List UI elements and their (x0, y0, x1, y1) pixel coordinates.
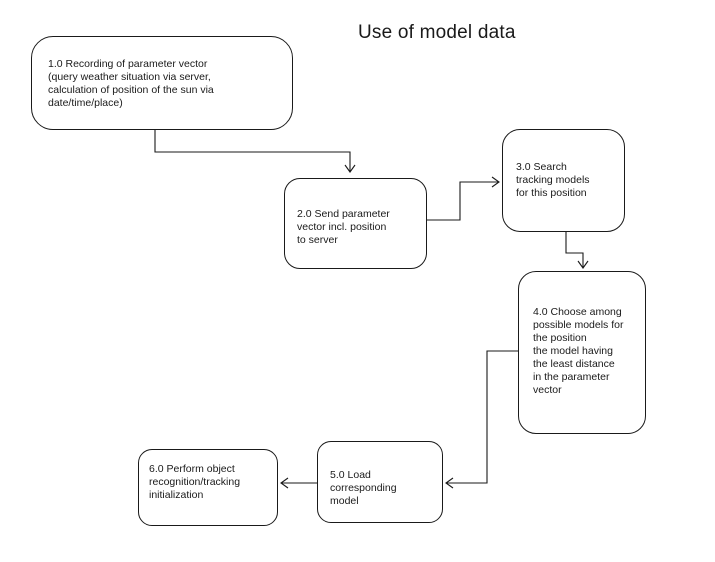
arrow-4-to-5 (446, 350, 518, 484)
diagram-title: Use of model data (358, 22, 516, 43)
arrowhead-3-to-4 (577, 260, 589, 269)
arrow-2-to-3 (427, 181, 499, 221)
step-3-search-box: 3.0 Search tracking models for this posi… (502, 129, 625, 232)
step-6-text: 6.0 Perform object recognition/tracking … (149, 463, 241, 501)
arrow-3-to-4 (565, 232, 584, 268)
arrowhead-5-to-6 (280, 477, 289, 489)
step-3-text: 3.0 Search tracking models for this posi… (516, 161, 590, 199)
step-5-text: 5.0 Load corresponding model (330, 469, 397, 507)
arrowhead-1-to-2 (344, 164, 356, 173)
step-6-perform-box: 6.0 Perform object recognition/tracking … (138, 449, 278, 526)
step-2-send-box: 2.0 Send parameter vector incl. position… (284, 178, 427, 269)
step-5-load-box: 5.0 Load corresponding model (317, 441, 443, 523)
step-1-recording-box: 1.0 Recording of parameter vector (query… (31, 36, 293, 130)
step-2-text: 2.0 Send parameter vector incl. position… (297, 208, 390, 246)
step-4-choose-box: 4.0 Choose among possible models for the… (518, 271, 646, 434)
arrow-1-to-2 (154, 130, 351, 172)
arrowhead-4-to-5 (445, 477, 454, 489)
step-1-text: 1.0 Recording of parameter vector (query… (48, 58, 214, 109)
step-4-text: 4.0 Choose among possible models for the… (533, 306, 624, 396)
arrowhead-2-to-3 (491, 176, 500, 188)
